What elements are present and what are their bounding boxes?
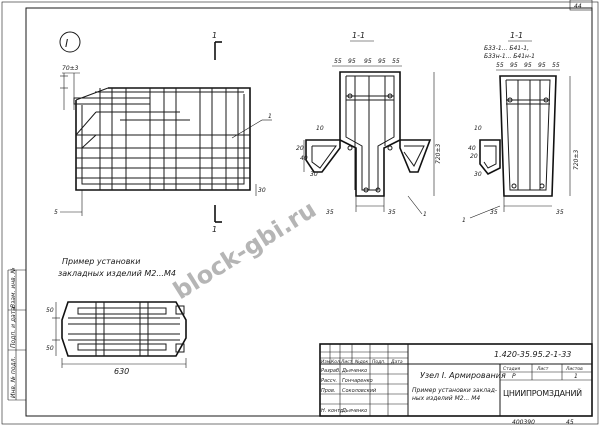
svg-text:35: 35 (388, 209, 396, 216)
svg-text:Соколовский: Соколовский (342, 388, 377, 394)
svg-text:Дьяченко: Дьяченко (341, 408, 367, 414)
svg-text:95: 95 (538, 62, 546, 69)
embedded-parts-note: Пример установки закладных изделий М2...… (58, 257, 176, 278)
note-line-2: закладных изделий М2...М4 (58, 269, 176, 278)
watermark: block-gbi.ru (168, 195, 321, 305)
view-marker: I (59, 31, 81, 53)
svg-text:720±3: 720±3 (573, 150, 580, 170)
svg-text:№док: №док (354, 359, 369, 365)
svg-text:55: 55 (496, 62, 504, 69)
svg-text:1: 1 (574, 373, 578, 380)
svg-text:95: 95 (510, 62, 518, 69)
svg-text:35: 35 (326, 209, 334, 216)
page-number-box (569, 0, 593, 11)
svg-text:Лист: Лист (536, 366, 549, 372)
stamp-inv-podl: Инв. № подл. (10, 357, 17, 398)
plan-detail: 50 50 630 (46, 301, 187, 376)
svg-text:20: 20 (296, 145, 304, 152)
elevation-cage: 70±3 (54, 31, 272, 234)
svg-text:10: 10 (316, 125, 324, 132)
svg-text:Изм.: Изм. (321, 359, 332, 365)
dim-50-top: 50 (46, 307, 54, 314)
page-number: 44 (574, 3, 582, 10)
svg-text:95: 95 (364, 58, 372, 65)
svg-text:35: 35 (490, 209, 498, 216)
view-label-right: 1-1 (510, 31, 523, 40)
inner-frame (25, 7, 593, 417)
title-line-3: ных изделий М2... М4 (412, 395, 480, 402)
leader-1: 1 (268, 113, 272, 120)
svg-text:720±3: 720±3 (435, 144, 442, 164)
svg-text:Дата: Дата (390, 359, 403, 365)
section-right: 1-1 Б33-1... Б41-1, Б33н-1... Б41н-1 55 … (462, 31, 580, 224)
svg-text:Рассч.: Рассч. (321, 378, 337, 384)
svg-text:Стадия: Стадия (503, 366, 521, 372)
leader-1-right: 1 (462, 217, 466, 224)
stamp-vzam-inv: Взам. инв. № (10, 267, 17, 308)
section-middle: 1-1 55 95 95 95 55 10 20 40 30 (296, 31, 442, 218)
svg-text:I: I (65, 37, 68, 50)
svg-text:40: 40 (468, 145, 476, 152)
svg-text:35: 35 (556, 209, 564, 216)
dim-50-bottom: 50 (46, 345, 54, 352)
dim-30-left: 30 (258, 187, 266, 194)
leader-1-middle: 1 (423, 211, 427, 218)
stamp-podp-data: Подп. и дата (10, 307, 17, 348)
left-stamp: Инв. № подл. Подп. и дата Взам. инв. № (7, 267, 26, 401)
svg-text:Лист: Лист (340, 359, 353, 365)
svg-text:10: 10 (474, 125, 482, 132)
bottom-code: 400390 (512, 419, 535, 426)
svg-text:95: 95 (378, 58, 386, 65)
dim-5: 5 (54, 209, 58, 216)
svg-text:Дьяченко: Дьяченко (341, 368, 367, 374)
dim-630: 630 (114, 367, 129, 376)
title-line-2: Пример установки заклад- (412, 387, 497, 394)
right-section-line-1: Б33-1... Б41-1, (484, 45, 529, 52)
svg-text:95: 95 (348, 58, 356, 65)
svg-text:30: 30 (310, 171, 318, 178)
view-label-middle: 1-1 (352, 31, 365, 40)
title-line-1: Узел I. Армирования (420, 371, 506, 380)
bottom-num: 45 (566, 419, 574, 426)
svg-text:55: 55 (392, 58, 400, 65)
svg-text:Гончаренко: Гончаренко (342, 378, 373, 384)
svg-text:Кол.: Кол. (331, 359, 341, 365)
svg-text:Пров.: Пров. (321, 388, 336, 394)
right-section-line-2: Б33н-1... Б41н-1 (484, 53, 535, 60)
section-marker-top: 1 (212, 31, 217, 40)
svg-text:55: 55 (552, 62, 560, 69)
organization: ЦНИИПРОМЗДАНИЙ (503, 387, 582, 398)
svg-text:Р: Р (512, 373, 516, 380)
svg-text:95: 95 (524, 62, 532, 69)
section-marker-bottom: 1 (212, 225, 217, 234)
svg-text:55: 55 (334, 58, 342, 65)
note-line-1: Пример установки (62, 257, 140, 266)
doc-code: 1.420-35.95.2-1-33 (494, 350, 571, 359)
dim-70: 70±3 (62, 65, 79, 72)
svg-text:Н. контр.: Н. контр. (321, 408, 345, 414)
svg-text:20: 20 (470, 153, 478, 160)
svg-text:Подп.: Подп. (372, 359, 386, 365)
svg-text:Разраб.: Разраб. (321, 368, 341, 374)
svg-text:30: 30 (474, 171, 482, 178)
title-block: Изм. Кол. Лист №док Подп. Дата Разраб. Д… (319, 343, 593, 426)
svg-text:Листов: Листов (565, 366, 583, 372)
